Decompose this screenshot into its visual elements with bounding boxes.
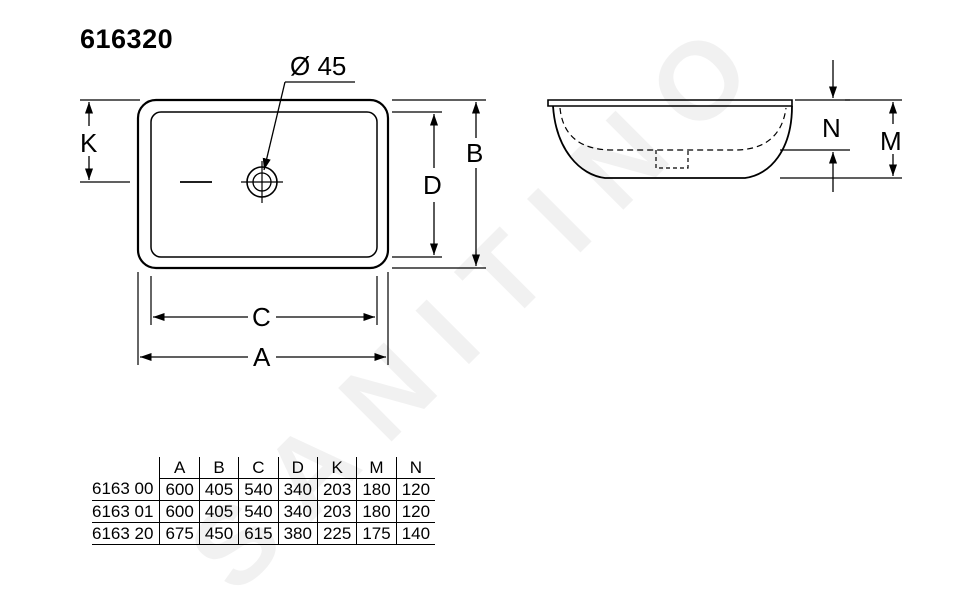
dim-a-label: A (253, 342, 271, 372)
dimension-table: A B C D K M N 6163 00 600 405 540 340 20… (92, 457, 436, 545)
table-header-cell: M (356, 457, 397, 479)
table-cell: 405 (198, 500, 239, 523)
drain-outlet (655, 150, 689, 169)
table-cell: 615 (238, 522, 279, 545)
table-header-row: A B C D K M N (92, 457, 436, 479)
table-cell: 405 (198, 478, 239, 501)
table-cell: 225 (316, 522, 357, 545)
basin-rim (547, 99, 793, 107)
table-cell: 120 (395, 500, 436, 523)
table-header-cell: C (238, 457, 279, 479)
table-row: 6163 20 675 450 615 380 225 175 140 (92, 522, 436, 545)
table-cell: 450 (198, 522, 239, 545)
basin-inner-outline (150, 111, 378, 258)
dim-m-label: M (880, 126, 902, 156)
table-cell: 380 (277, 522, 318, 545)
table-cell: 175 (356, 522, 397, 545)
table-cell: 675 (159, 522, 200, 545)
table-cell: 540 (238, 500, 279, 523)
table-cell: 180 (356, 500, 397, 523)
table-cell: 6163 01 (92, 500, 160, 523)
dim-d-label: D (423, 170, 442, 200)
table-cell: 600 (159, 478, 200, 501)
basin-bowl-inner (559, 107, 787, 151)
table-header-cell: K (316, 457, 357, 479)
product-code-title: 616320 (80, 24, 174, 54)
basin-bowl-outer (552, 105, 793, 179)
dim-k-label: K (80, 128, 98, 158)
table-cell: 340 (277, 500, 318, 523)
table-cell: 6163 00 (92, 478, 160, 501)
table-row: 6163 00 600 405 540 340 203 180 120 (92, 478, 436, 501)
dim-c-label: C (252, 302, 271, 332)
table-cell: 540 (238, 478, 279, 501)
table-cell: 180 (356, 478, 397, 501)
table-cell: 600 (159, 500, 200, 523)
table-header-cell: N (395, 457, 436, 479)
side-view (547, 60, 902, 192)
table-cell: 6163 20 (92, 522, 160, 545)
table-header-cell: D (277, 457, 318, 479)
table-cell: 140 (395, 522, 436, 545)
table-header-cell: A (159, 457, 200, 479)
table-header-cell (92, 457, 160, 479)
table-header-cell: B (198, 457, 239, 479)
top-view (80, 81, 486, 365)
basin-outer-outline (136, 98, 390, 270)
hole-leader (262, 81, 286, 171)
table-row: 6163 01 600 405 540 340 203 180 120 (92, 500, 436, 523)
table-cell: 203 (316, 478, 357, 501)
table-cell: 120 (395, 478, 436, 501)
table-cell: 203 (316, 500, 357, 523)
table-cell: 340 (277, 478, 318, 501)
dim-n-label: N (822, 113, 841, 143)
hole-diameter-label: Ø 45 (290, 51, 346, 81)
dim-b-label: B (466, 138, 483, 168)
